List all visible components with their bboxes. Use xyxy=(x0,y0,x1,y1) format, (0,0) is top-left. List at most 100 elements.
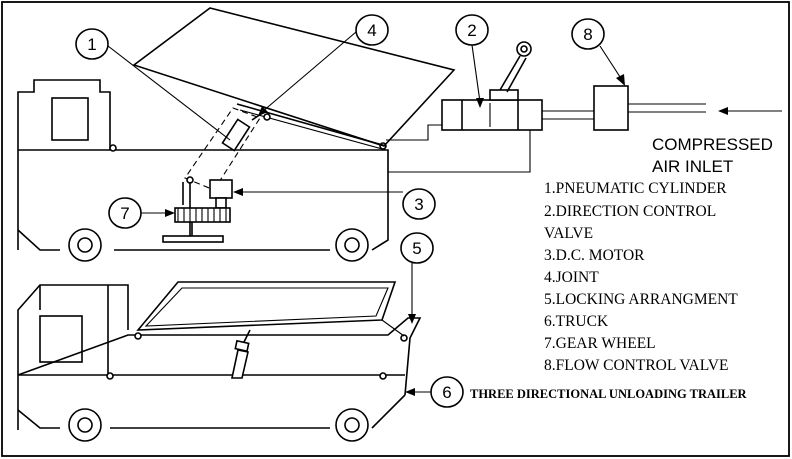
side-platform-inner xyxy=(144,287,389,327)
dcv-top-block xyxy=(489,89,519,101)
cylinder-head xyxy=(221,118,251,152)
gear-teeth xyxy=(177,208,227,222)
legend-item-4: 4.JOINT xyxy=(544,269,599,286)
callout-2-arrow xyxy=(476,98,484,108)
callout-6-label: 6 xyxy=(442,383,451,402)
callout-4: 4 xyxy=(258,14,389,116)
cylinder-body xyxy=(184,107,261,191)
callout-7: 7 xyxy=(108,197,175,229)
callout-6: 6 xyxy=(405,376,464,408)
callout-5-arrow xyxy=(408,314,416,324)
dc-motor-box xyxy=(209,179,233,199)
callout-2: 2 xyxy=(455,14,489,108)
tilted-platform xyxy=(132,7,456,151)
top-truck-front xyxy=(17,229,60,251)
bottom-truck-window xyxy=(39,315,83,363)
air-inlet-line2: AIR INLET xyxy=(652,157,733,176)
top-truck-cab xyxy=(17,79,111,250)
callout-6-arrow xyxy=(405,388,415,396)
top-truck-window xyxy=(51,97,89,141)
flow-control-valve xyxy=(593,85,629,131)
bottom-cylinder-body xyxy=(231,349,249,379)
return-line xyxy=(387,130,531,173)
joint-pivot xyxy=(263,113,271,121)
callout-1: 1 xyxy=(75,28,231,141)
bottom-pivot-front xyxy=(134,332,142,340)
air-inlet-pipe xyxy=(628,103,706,113)
dcv-knob-center xyxy=(520,45,528,53)
callout-8: 8 xyxy=(571,18,625,86)
legend-item-7: 7.GEAR WHEEL xyxy=(544,335,656,352)
top-front-hub xyxy=(77,237,93,253)
bottom-pivot-rear xyxy=(400,334,408,342)
side-platform-lock-link xyxy=(381,319,405,337)
bottom-cylinder-rod xyxy=(243,329,251,343)
legend: 1.PNEUMATIC CYLINDER 2.DIRECTION CONTROL… xyxy=(544,180,738,374)
callout-5-label: 5 xyxy=(412,239,421,258)
air-inlet-line1: COMPRESSED xyxy=(652,135,773,154)
pneumatic-cylinder xyxy=(182,107,271,240)
callout-8-leader xyxy=(599,45,623,81)
supply-line xyxy=(386,124,442,141)
bottom-front-hub xyxy=(77,417,93,433)
gear-wheel xyxy=(162,207,231,243)
callout-4-leader xyxy=(261,31,357,113)
legend-item-3: 3.D.C. MOTOR xyxy=(544,247,645,264)
bottom-truck-rear xyxy=(371,394,406,429)
direction-control-valve xyxy=(441,41,543,131)
callout-4-arrow xyxy=(258,106,268,116)
callout-3: 3 xyxy=(233,188,436,220)
callout-3-label: 3 xyxy=(414,195,423,214)
callout-1-circle xyxy=(75,28,109,60)
top-trailer-body xyxy=(18,149,389,251)
dcv-lever-2 xyxy=(506,57,527,93)
top-rear-hub xyxy=(344,237,360,253)
callout-7-label: 7 xyxy=(120,204,129,223)
callout-8-arrow xyxy=(616,74,625,86)
callout-7-arrow xyxy=(165,209,175,217)
legend-item-6: 6.TRUCK xyxy=(544,313,609,330)
legend-item-8: 8.FLOW CONTROL VALVE xyxy=(544,357,728,374)
dc-motor xyxy=(209,179,233,209)
side-platform-outer xyxy=(136,281,397,331)
callout-4-circle xyxy=(355,14,389,46)
bottom-pivot-low-rear xyxy=(379,372,387,380)
platform-base-edge xyxy=(236,103,387,147)
callout-8-circle xyxy=(571,18,605,50)
bottom-pivot-low-front xyxy=(106,372,114,380)
callout-5: 5 xyxy=(400,232,434,324)
legend-item-1: 1.PNEUMATIC CYLINDER xyxy=(544,180,727,197)
platform-base-edge-2 xyxy=(239,109,387,151)
callout-3-arrow xyxy=(233,188,243,196)
top-truck xyxy=(17,79,389,262)
callout-1-leader xyxy=(107,45,231,141)
legend-item-5: 5.LOCKING ARRANGMENT xyxy=(544,291,738,308)
dcv-lever xyxy=(499,55,521,91)
air-lines xyxy=(386,103,782,173)
callout-3-circle xyxy=(402,188,436,220)
bottom-cylinder xyxy=(231,329,251,379)
diagram-caption: THREE DIRECTIONAL UNLOADING TRAILER xyxy=(470,387,748,401)
callout-2-leader xyxy=(471,44,481,103)
dcv-body xyxy=(441,99,543,131)
legend-item-2-cont: VALVE xyxy=(544,225,593,242)
callout-4-label: 4 xyxy=(367,21,376,40)
inlet-arrow-head xyxy=(718,107,728,115)
bottom-trailer-sides xyxy=(17,317,422,396)
callout-2-label: 2 xyxy=(467,21,476,40)
top-pivot-front xyxy=(109,144,117,152)
callout-5-circle xyxy=(400,232,434,264)
dc-motor-shaft xyxy=(215,197,227,209)
callout-1-label: 1 xyxy=(87,35,96,54)
dcv-fcv-pipe xyxy=(542,110,594,120)
callout-8-label: 8 xyxy=(583,25,592,44)
bottom-truck xyxy=(17,284,422,442)
bottom-rear-hub xyxy=(344,417,360,433)
side-tilted-platform xyxy=(136,281,405,337)
bottom-cylinder-head xyxy=(234,339,250,353)
bottom-truck-front xyxy=(17,409,60,429)
bottom-truck-cab xyxy=(17,284,129,430)
